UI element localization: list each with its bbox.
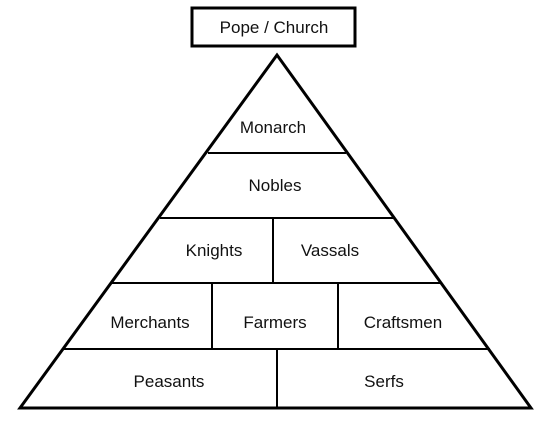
tier-label-monarch: Monarch — [240, 118, 306, 137]
tier-label-vassals: Vassals — [301, 241, 359, 260]
tier-label-serfs: Serfs — [364, 372, 404, 391]
tier-label-farmers: Farmers — [243, 313, 306, 332]
pyramid-outline — [17, 52, 534, 410]
tier-label-knights: Knights — [186, 241, 243, 260]
tier-label-craftsmen: Craftsmen — [364, 313, 442, 332]
tier-label-peasants: Peasants — [134, 372, 205, 391]
tier-label-merchants: Merchants — [110, 313, 189, 332]
pope-church-box — [190, 6, 357, 48]
pope-church-label: Pope / Church — [220, 18, 329, 37]
tier-label-nobles: Nobles — [249, 176, 302, 195]
